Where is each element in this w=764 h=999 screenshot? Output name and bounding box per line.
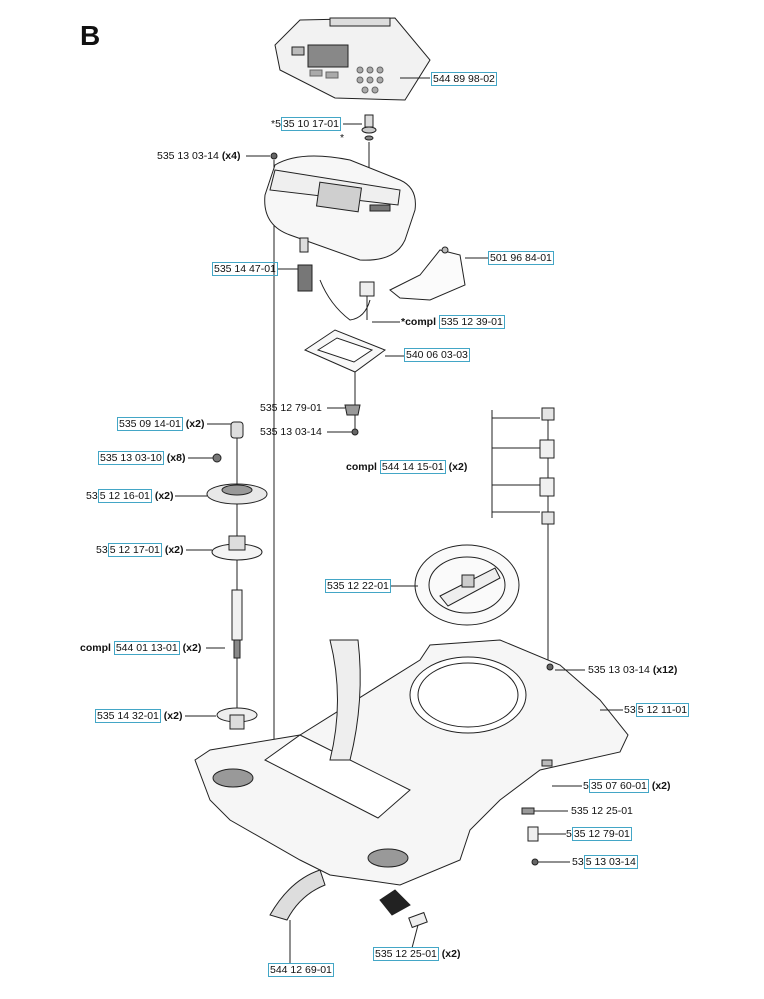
part-label[interactable]: 544 89 98-02	[431, 72, 497, 86]
part-label[interactable]: compl 544 01 13-01 (x2)	[80, 641, 202, 655]
part-label[interactable]: 544 12 69-01	[268, 963, 334, 977]
part-label: 535 12 79-01	[260, 402, 322, 414]
part-label[interactable]: compl 544 14 15-01 (x2)	[346, 460, 468, 474]
display-housing	[264, 155, 416, 261]
section-letter: B	[80, 20, 101, 51]
part-label[interactable]: 535 12 22-01	[325, 579, 391, 593]
part-label[interactable]: 535 14 32-01 (x2)	[95, 709, 183, 723]
blade-disc	[414, 544, 520, 626]
part-label[interactable]: 501 96 84-01	[488, 251, 554, 265]
wire-bracket	[389, 246, 466, 301]
part-label[interactable]: 540 06 03-03	[404, 348, 470, 362]
part-label[interactable]: 535 14 47-01	[212, 262, 278, 276]
part-label[interactable]: 535 13 03-10 (x8)	[98, 451, 186, 465]
washer-part	[541, 759, 553, 767]
part-label[interactable]: 535 09 14-01 (x2)	[117, 417, 205, 431]
part-label[interactable]: *compl 535 12 39-01	[401, 315, 505, 329]
part-label[interactable]: 535 12 25-01 (x2)	[373, 947, 461, 961]
part-label: *	[340, 132, 345, 144]
plate-part	[521, 807, 535, 815]
clip-part	[527, 826, 539, 842]
screw-part	[351, 428, 359, 436]
screw-part	[531, 858, 539, 866]
callout-lines	[175, 77, 623, 949]
keypad-overlay	[274, 17, 431, 101]
screw-part	[546, 663, 554, 671]
cover-plate	[303, 329, 387, 373]
main-chassis	[194, 639, 629, 916]
part-label: 535 13 03-14	[260, 426, 322, 438]
bracket-part	[408, 911, 428, 929]
tail-strip	[269, 869, 326, 921]
part-label: 535 12 25-01	[571, 805, 633, 817]
left-axle-stack	[206, 421, 268, 730]
cable-harness	[297, 237, 375, 321]
clip-part	[344, 404, 361, 416]
part-label: 535 13 03-14 (x12)	[588, 664, 678, 676]
display-knob	[361, 114, 377, 141]
screw-top	[270, 152, 278, 160]
part-label: 535 13 03-14 (x4)	[157, 150, 241, 162]
